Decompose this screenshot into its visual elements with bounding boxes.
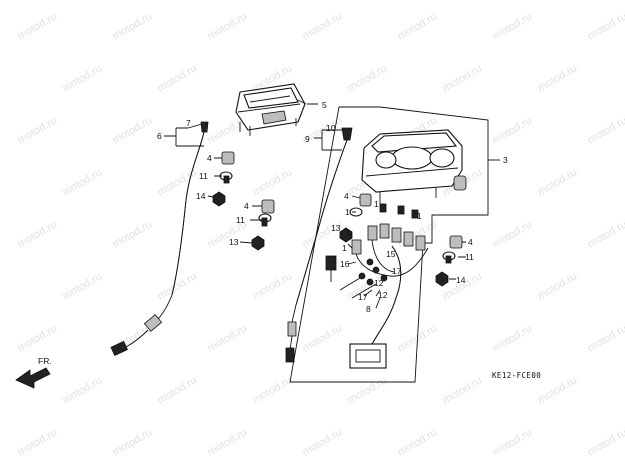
watermark-text: motod.ru (586, 218, 625, 250)
watermark-text: motod.ru (441, 62, 485, 94)
watermark-text: motod.ru (111, 218, 155, 250)
meter-assembly-part-3 (361, 129, 467, 204)
callout-label: 11 (236, 215, 245, 225)
callout-label: 16 (340, 259, 350, 269)
assembly-frame (289, 106, 489, 383)
front-direction-arrow (15, 367, 51, 389)
watermark-text: motod.ru (536, 62, 580, 94)
watermark-text: motod.ru (396, 10, 440, 42)
watermark-text: motod.ru (206, 426, 250, 458)
callout-label: 12 (378, 290, 388, 300)
watermark-text: motod.ru (586, 114, 625, 146)
bulb-socket-cluster (325, 223, 429, 299)
watermark-text: motod.ru (536, 166, 580, 198)
watermark-text: motod.ru (111, 10, 155, 42)
callout-label: 14 (196, 191, 206, 201)
callout-label: 9 (305, 134, 310, 144)
watermark-text: motod.ru (491, 218, 535, 250)
watermark-text: motod.ru (111, 426, 155, 458)
callout-label: 4 (207, 153, 212, 163)
callout-label: 1 (345, 207, 350, 217)
watermark-text: motod.ru (61, 166, 105, 198)
callout-label: 6 (157, 131, 162, 141)
watermark-text: motod.ru (586, 10, 625, 42)
watermark-text: motod.ru (16, 114, 60, 146)
watermark-text: motod.ru (346, 62, 390, 94)
wire-harness-part-8 (349, 245, 402, 369)
watermark-text: motod.ru (61, 374, 105, 406)
watermark-text: motod.ru (251, 270, 295, 302)
watermark-text: motod.ru (16, 426, 60, 458)
callout-label: 3 (503, 155, 508, 165)
watermark-text: motod.ru (16, 218, 60, 250)
callout-label: 1 (417, 211, 422, 221)
watermark-text: motod.ru (586, 426, 625, 458)
watermark-text: motod.ru (156, 374, 200, 406)
tachometer-cable-part-9 (285, 127, 353, 363)
callout-label: 4 (344, 191, 349, 201)
callout-label: 11 (465, 252, 474, 262)
front-direction-label: FR. (38, 356, 52, 366)
watermark-text: motod.ru (301, 426, 345, 458)
callout-label: 8 (366, 304, 371, 314)
diagram-code: KE12-FCE00 (492, 371, 541, 380)
watermark-text: motod.ru (301, 10, 345, 42)
speedometer-housing-part-5 (235, 83, 306, 136)
watermark-text: motod.ru (586, 322, 625, 354)
leader-lines (164, 99, 500, 309)
watermark-text: motod.ru (536, 270, 580, 302)
watermark-text: motod.ru (491, 426, 535, 458)
callout-label: 11 (199, 171, 208, 181)
watermark-text: motod.ru (251, 166, 295, 198)
callout-label: 17 (392, 266, 402, 276)
callout-label: 13 (229, 237, 239, 247)
callout-label: 12 (374, 278, 384, 288)
watermark-text: motod.ru (536, 374, 580, 406)
speedometer-cable-part-6 (110, 121, 209, 357)
watermark-text: motod.ru (441, 374, 485, 406)
callout-label: 1 (342, 243, 347, 253)
watermark-text: motod.ru (491, 114, 535, 146)
callout-label: 14 (456, 275, 466, 285)
watermark-text: motod.ru (111, 114, 155, 146)
callout-label: 13 (331, 223, 341, 233)
watermark-text: motod.ru (16, 322, 60, 354)
watermark-text: motod.ru (156, 270, 200, 302)
watermark-text: motod.ru (61, 62, 105, 94)
callout-label: 17 (358, 292, 368, 302)
watermark-text: motod.ru (491, 10, 535, 42)
watermark-text: motod.ru (16, 10, 60, 42)
callout-label: 1 (374, 199, 379, 209)
watermark-text: motod.ru (251, 374, 295, 406)
callout-label: 4 (244, 201, 249, 211)
watermark-text: motod.ru (156, 62, 200, 94)
callout-label: 10 (326, 123, 336, 133)
watermark-text: motod.ru (301, 322, 345, 354)
callout-labels: 7 6 5 10 9 3 4 11 14 4 11 13 4 1 13 1 1 … (157, 100, 508, 314)
watermark-text: motod.ru (206, 322, 250, 354)
callout-label: 4 (468, 237, 473, 247)
callout-label: 5 (322, 100, 327, 110)
callout-label: 7 (186, 118, 191, 128)
watermark-text: motod.ru (206, 10, 250, 42)
watermark-text: motod.ru (491, 322, 535, 354)
watermark-text: motod.ru (346, 374, 390, 406)
watermark-text: motod.ru (61, 270, 105, 302)
callout-label: 15 (386, 249, 396, 259)
watermark-text: motod.ru (396, 426, 440, 458)
